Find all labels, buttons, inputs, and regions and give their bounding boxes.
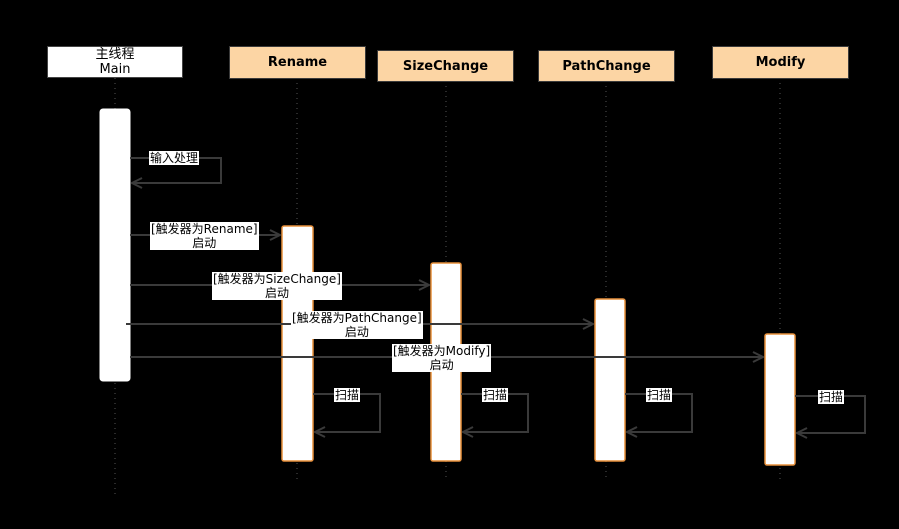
activation-modify (764, 333, 796, 466)
label-scan-sizechange: 扫描 (482, 388, 509, 402)
label-start-rename-action: 启动 (192, 236, 217, 250)
label-scan-pathchange: 扫描 (646, 388, 673, 402)
participant-main: 主线程 Main (47, 46, 183, 78)
participant-rename-label: Rename (267, 55, 328, 70)
label-input: 输入处理 (149, 151, 200, 165)
activation-pathchange (594, 298, 626, 462)
label-start-sizechange-cond: [触发器为SizeChange] (213, 272, 341, 286)
participant-pathchange: PathChange (538, 50, 675, 82)
label-scan-rename: 扫描 (334, 388, 361, 402)
participant-pathchange-label: PathChange (562, 58, 651, 74)
participant-sizechange: SizeChange (377, 50, 514, 82)
label-start-modify-action: 启动 (429, 358, 454, 372)
participant-modify-label: Modify (755, 55, 806, 70)
label-start-modify: [触发器为Modify] 启动 (392, 344, 492, 372)
participant-main-line2: Main (99, 62, 131, 77)
label-scan-modify: 扫描 (818, 390, 845, 404)
participant-modify: Modify (712, 46, 849, 79)
participant-main-line1: 主线程 (95, 47, 135, 62)
label-start-pathchange: [触发器为PathChange] 启动 (291, 311, 423, 339)
activation-main (99, 108, 131, 382)
participant-sizechange-label: SizeChange (402, 58, 489, 74)
label-start-pathchange-action: 启动 (344, 325, 369, 339)
label-start-sizechange: [触发器为SizeChange] 启动 (212, 272, 342, 300)
activation-rename (281, 225, 314, 462)
label-start-rename-cond: [触发器为Rename] (151, 222, 258, 236)
participant-rename: Rename (229, 46, 366, 79)
label-start-pathchange-cond: [触发器为PathChange] (292, 311, 422, 325)
label-start-rename: [触发器为Rename] 启动 (150, 222, 259, 250)
label-start-modify-cond: [触发器为Modify] (393, 344, 491, 358)
label-start-sizechange-action: 启动 (264, 286, 289, 300)
